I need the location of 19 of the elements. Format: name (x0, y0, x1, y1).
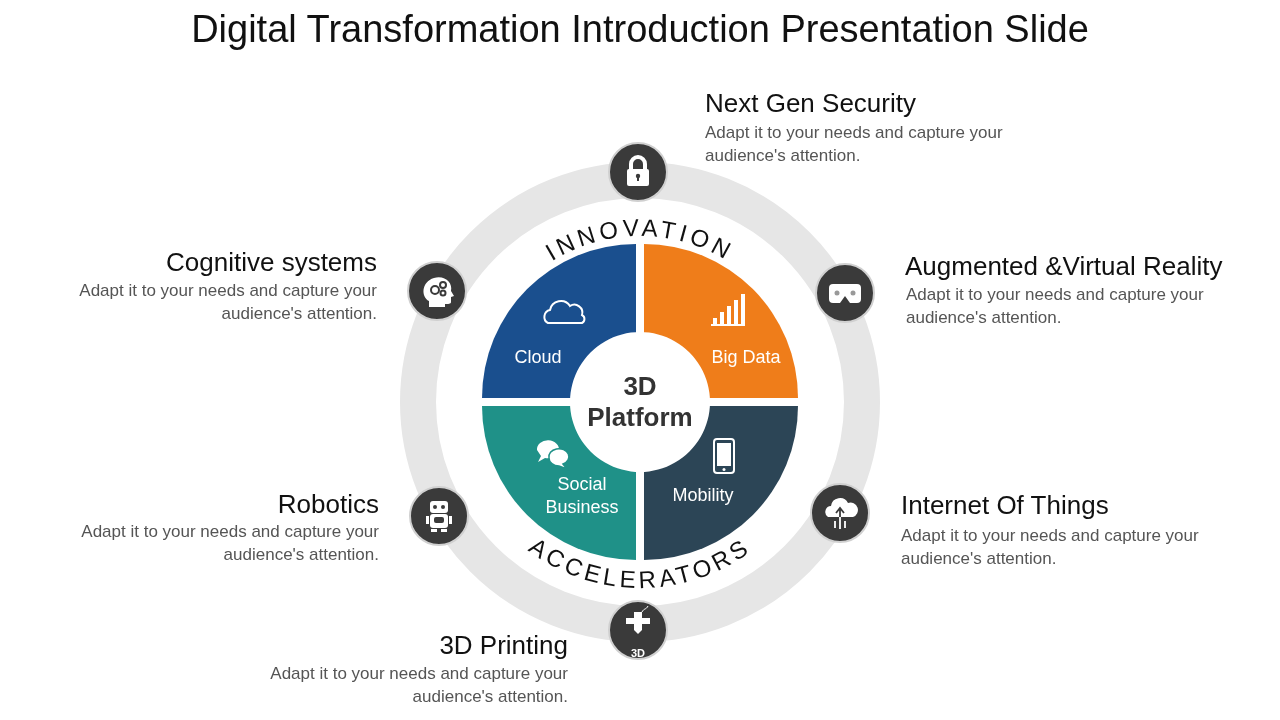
feature-description: Adapt it to your needs and capture your audience's attention. (906, 284, 1205, 329)
feature-heading: Next Gen Security (705, 88, 916, 119)
center-label: 3D Platform (586, 371, 694, 433)
feature-description: Adapt it to your needs and capture your audience's attention. (269, 663, 568, 708)
feature-description: Adapt it to your needs and capture your audience's attention. (78, 280, 377, 325)
feature-heading: 3D Printing (439, 630, 568, 661)
segment-label: Mobility (672, 483, 734, 507)
feature-description: Adapt it to your needs and capture your audience's attention. (80, 521, 379, 566)
segment-label: Social Business (544, 473, 620, 519)
segment-label: Cloud (514, 345, 562, 369)
feature-heading: Robotics (277, 489, 379, 520)
slide-title: Digital Transformation Introduction Presentation Slide (190, 8, 1090, 51)
icon-caption: 3D (629, 646, 647, 660)
feature-heading: Cognitive systems (166, 247, 377, 278)
feature-description: Adapt it to your needs and capture your audience's attention. (705, 122, 1004, 167)
feature-description: Adapt it to your needs and capture your audience's attention. (901, 525, 1200, 570)
feature-heading: Augmented &Virtual Reality (905, 251, 1223, 282)
feature-heading: Internet Of Things (901, 490, 1109, 521)
segment-label: Big Data (711, 345, 781, 369)
